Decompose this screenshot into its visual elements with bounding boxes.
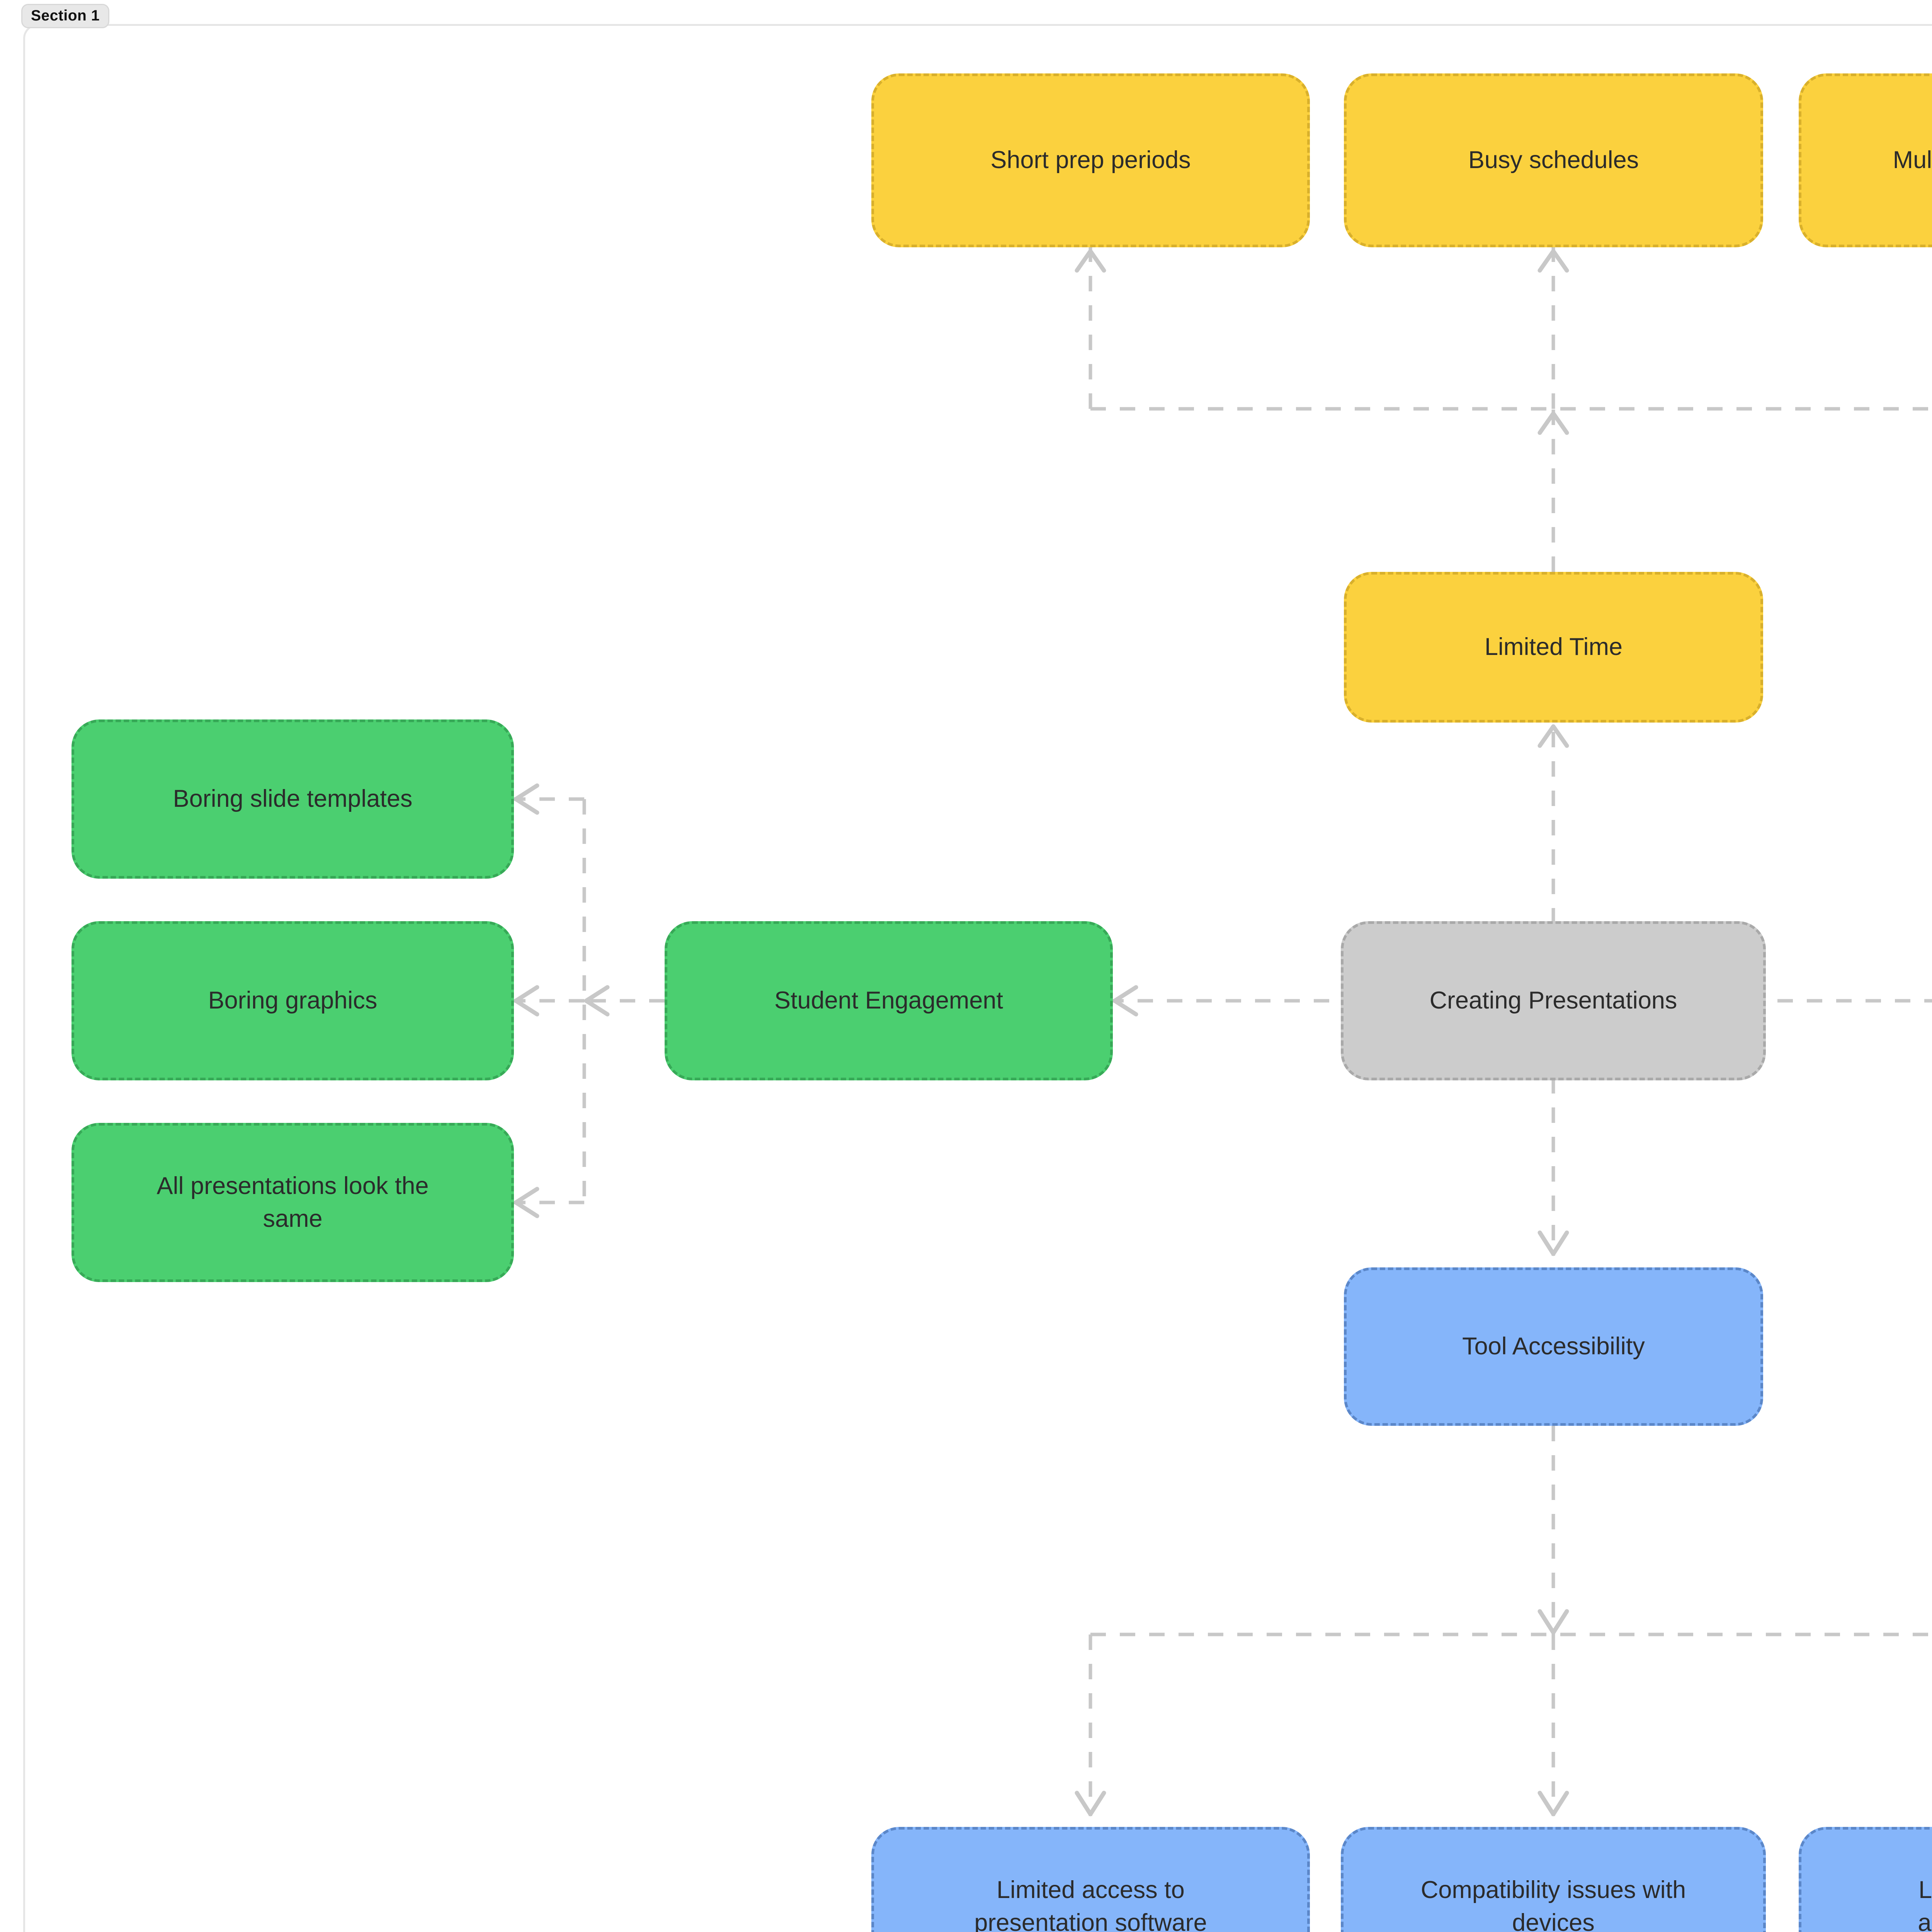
node-label: Lack of training on advanced features: [1918, 1876, 1932, 1932]
node-limited-time[interactable]: Limited Time: [1344, 572, 1763, 723]
node-creating-presentations-root[interactable]: Creating Presentations: [1341, 921, 1766, 1080]
node-boring-slide-templates[interactable]: Boring slide templates: [71, 719, 514, 879]
node-label: Student Engagement: [774, 987, 1003, 1014]
node-label: Tool Accessibility: [1462, 1333, 1645, 1360]
node-label: Creating Presentations: [1429, 987, 1677, 1014]
node-label: Boring graphics: [208, 987, 378, 1014]
node-label: Busy schedules: [1468, 146, 1639, 174]
node-multiple-responsibilities[interactable]: Multiple responsibilities: [1799, 73, 1932, 247]
node-label: Boring slide templates: [173, 785, 413, 813]
node-busy-schedules[interactable]: Busy schedules: [1344, 73, 1763, 247]
node-label: Limited access to presentation software: [974, 1876, 1207, 1932]
node-all-presentations-look-the-same[interactable]: All presentations look the same: [71, 1123, 514, 1282]
node-short-prep-periods[interactable]: Short prep periods: [871, 73, 1310, 247]
node-label: Short prep periods: [990, 146, 1191, 174]
node-student-engagement[interactable]: Student Engagement: [665, 921, 1113, 1080]
section-badge[interactable]: Section 1: [21, 4, 109, 28]
node-label: Limited Time: [1484, 633, 1623, 661]
node-lack-of-training-on-advanced-features[interactable]: Lack of training on advanced features: [1799, 1827, 1932, 1932]
node-tool-accessibility[interactable]: Tool Accessibility: [1344, 1267, 1763, 1426]
node-label: All presentations look the same: [156, 1172, 429, 1232]
node-label: Compatibility issues with devices: [1420, 1876, 1686, 1932]
node-boring-graphics[interactable]: Boring graphics: [71, 921, 514, 1080]
node-limited-access-to-presentation-software[interactable]: Limited access to presentation software: [871, 1827, 1310, 1932]
node-compatibility-issues-with-devices[interactable]: Compatibility issues with devices: [1341, 1827, 1766, 1932]
node-label: Multiple responsibilities: [1893, 146, 1932, 174]
